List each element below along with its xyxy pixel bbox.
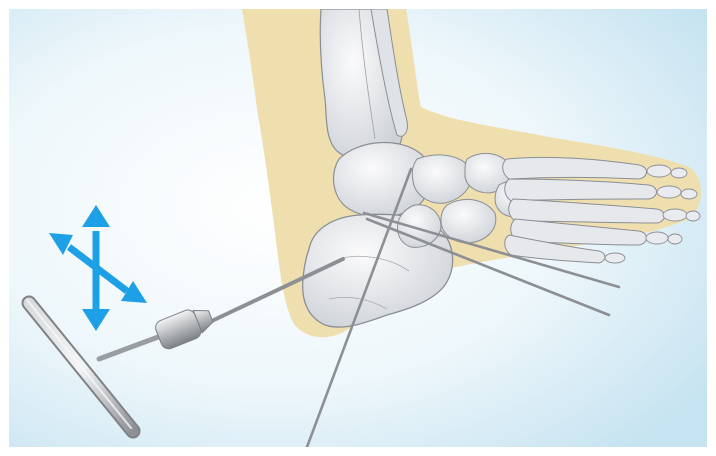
- illustration-frame: [9, 9, 707, 447]
- foot-illustration: [9, 9, 707, 447]
